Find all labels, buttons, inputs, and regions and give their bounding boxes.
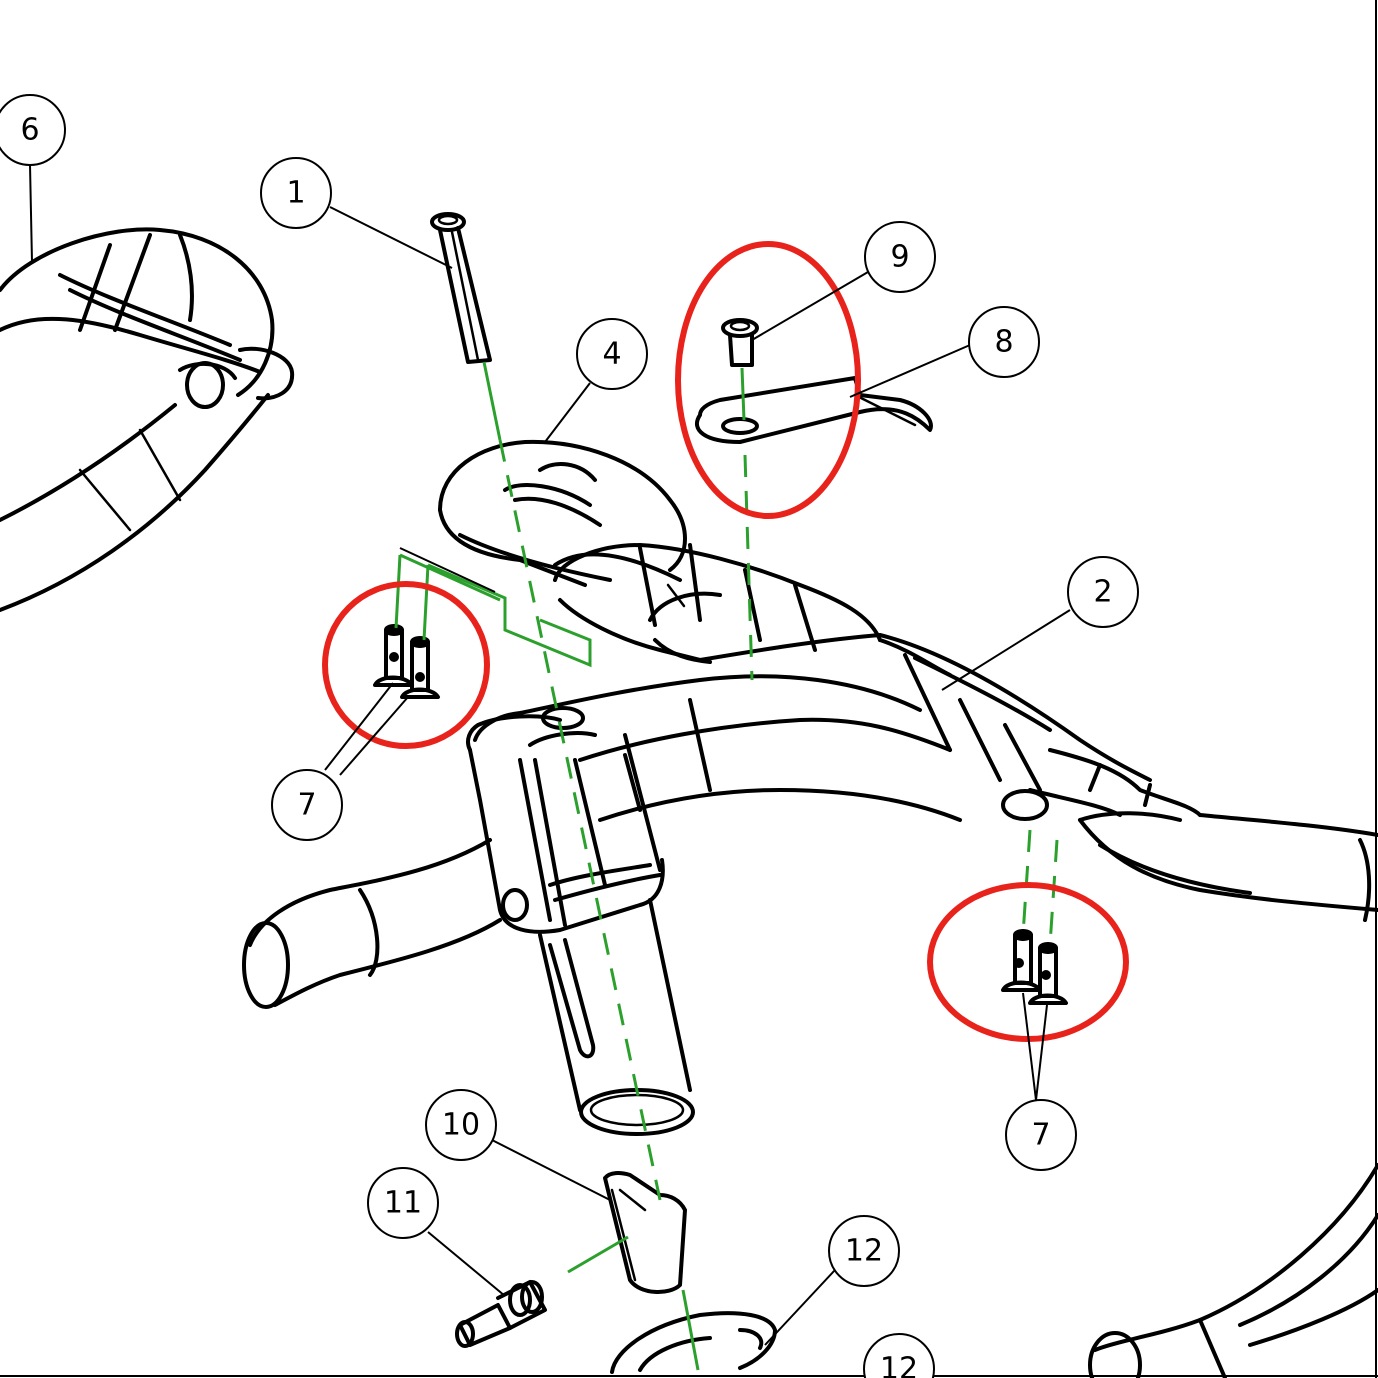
part-7-screws-right xyxy=(1001,929,1068,1005)
assembly-guide-lines xyxy=(394,361,1059,1371)
part-4-stem-cap xyxy=(438,439,687,587)
part-8-bracket xyxy=(694,376,933,444)
highlight-ellipse-screws-right xyxy=(927,882,1129,1042)
callout-1-label: 1 xyxy=(286,176,305,211)
part-7-screws-left xyxy=(373,624,440,699)
callout-7-left: 7 xyxy=(271,769,343,841)
callout-1: 1 xyxy=(260,157,332,229)
part-9-small-bolt xyxy=(721,318,759,367)
callout-10-label: 10 xyxy=(442,1108,480,1143)
callout-11: 11 xyxy=(367,1167,439,1239)
callout-2-label: 2 xyxy=(1093,575,1112,610)
callout-10: 10 xyxy=(425,1089,497,1161)
leader-lines xyxy=(29,164,1071,1346)
part-6-handlebar-left xyxy=(0,227,295,612)
callout-9-label: 9 xyxy=(890,240,909,275)
callout-7-left-label: 7 xyxy=(297,788,316,823)
highlight-circle-screws-left xyxy=(322,581,490,749)
callout-7-right: 7 xyxy=(1005,1099,1077,1171)
callout-2: 2 xyxy=(1067,556,1139,628)
callout-12: 12 xyxy=(828,1215,900,1287)
callout-7-right-label: 7 xyxy=(1031,1118,1050,1153)
part-11-bolt xyxy=(455,1280,547,1348)
callout-12-partial-label: 12 xyxy=(880,1352,918,1378)
callout-11-label: 11 xyxy=(384,1186,422,1221)
callout-9: 9 xyxy=(864,221,936,293)
part-12-spacer xyxy=(610,1311,777,1374)
callout-6-label: 6 xyxy=(20,113,39,148)
highlight-ellipse-parts-8-9 xyxy=(675,241,861,519)
callout-12-partial: 12 xyxy=(863,1333,935,1378)
callout-8-label: 8 xyxy=(994,325,1013,360)
reference-line xyxy=(399,547,496,593)
part-10-cover xyxy=(603,1171,687,1294)
callout-6: 6 xyxy=(0,94,66,166)
part-2-handlebar-stem xyxy=(242,543,1378,1378)
callout-4: 4 xyxy=(576,318,648,390)
callout-12-label: 12 xyxy=(845,1234,883,1269)
callout-8: 8 xyxy=(968,306,1040,378)
part-1-long-bolt xyxy=(430,212,492,364)
callout-4-label: 4 xyxy=(602,337,621,372)
